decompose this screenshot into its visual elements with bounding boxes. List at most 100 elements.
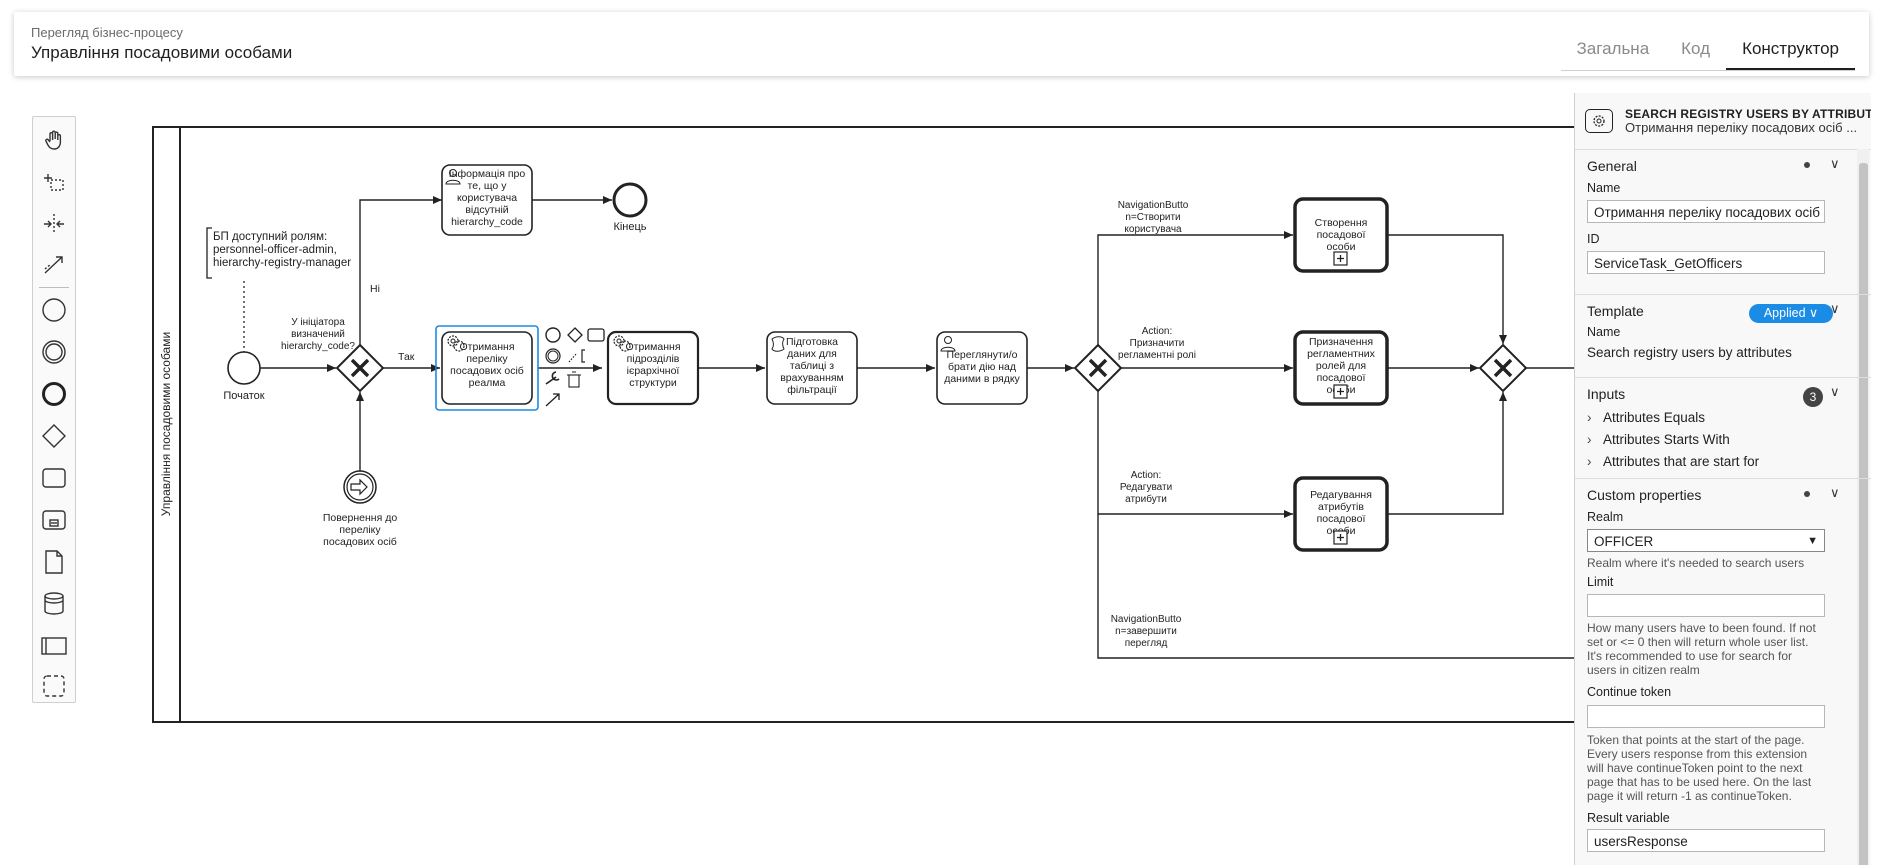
- task-get-officers-line-4: реалма: [469, 377, 506, 389]
- task-prepare-line-2: даних для: [787, 348, 837, 360]
- append-end-event-icon[interactable]: [545, 327, 561, 343]
- task-info-line-2: те, що у: [468, 180, 508, 192]
- template-applied-badge[interactable]: Applied ∨: [1749, 304, 1833, 323]
- group-custom-indicator: [1804, 491, 1810, 497]
- task-get-units[interactable]: [606, 330, 700, 406]
- sub-create-line-3: особи: [1327, 241, 1356, 253]
- data-store-tool-icon[interactable]: [33, 587, 75, 621]
- branch-edit-label-3: атрибути: [1125, 493, 1167, 505]
- sub-assign-line-3: ролей для: [1316, 360, 1366, 372]
- return-event-label-1: Повернення до: [323, 512, 397, 524]
- view-tabs: Загальна Код Конструктор: [1560, 28, 1855, 71]
- input-attributes-equals[interactable]: ›Attributes Equals: [1587, 410, 1706, 425]
- chevron-down-icon[interactable]: ∨: [1830, 485, 1840, 500]
- chevron-down-icon: ▼: [1807, 535, 1818, 547]
- task-get-officers-line-1: Отримання: [459, 341, 514, 353]
- sub-edit-line-3: посадової: [1317, 513, 1366, 525]
- service-task-icon: [1585, 109, 1613, 133]
- chevron-down-icon[interactable]: ∨: [1830, 301, 1840, 316]
- lasso-tool-icon[interactable]: [33, 165, 75, 199]
- chevron-down-icon[interactable]: ∨: [1830, 156, 1840, 171]
- branch-create-label-3: користувача: [1124, 224, 1182, 235]
- hand-tool-icon[interactable]: [33, 123, 75, 157]
- group-tool-icon[interactable]: [33, 669, 75, 703]
- branch-finish-label-1: NavigationButto: [1111, 614, 1182, 625]
- group-inputs: Inputs 3 ∨ ›Attributes Equals ›Attribute…: [1575, 378, 1871, 479]
- return-event-label-3: посадових осіб: [323, 536, 397, 548]
- text-annotation-icon[interactable]: [568, 352, 578, 363]
- task-get-officers-line-2: переліку: [466, 353, 508, 365]
- delete-trash-icon[interactable]: [567, 371, 581, 388]
- id-input[interactable]: ServiceTask_GetOfficers: [1587, 251, 1825, 274]
- task-missing-hierarchy-info[interactable]: [441, 164, 533, 236]
- process-pool[interactable]: [152, 126, 1574, 723]
- data-object-tool-icon[interactable]: [33, 545, 75, 579]
- end-event[interactable]: [612, 182, 648, 218]
- start-event-label: Початок: [223, 390, 264, 402]
- service-task-gear-icon-2: [613, 335, 631, 352]
- sub-assign-line-1: Призначення: [1309, 336, 1373, 348]
- token-input[interactable]: [1587, 705, 1825, 728]
- tab-code[interactable]: Код: [1681, 39, 1711, 58]
- text-annotation[interactable]: [206, 227, 212, 279]
- sub-assign-line-2: регламентних: [1307, 348, 1376, 360]
- group-custom-title[interactable]: Custom properties: [1587, 487, 1702, 503]
- change-type-wrench-icon[interactable]: [545, 371, 560, 385]
- intermediate-event-tool-icon[interactable]: [33, 335, 75, 369]
- chevron-right-icon: ›: [1587, 410, 1592, 425]
- gateway-question-3: hierarchy_code?: [281, 341, 355, 352]
- bpmn-canvas[interactable]: Управління посадовими особами БП доступн…: [0, 0, 1574, 865]
- limit-label: Limit: [1587, 575, 1614, 589]
- connect-tool-icon[interactable]: [33, 247, 75, 281]
- branch-create-label-1: NavigationButto: [1118, 200, 1189, 211]
- name-input[interactable]: Отримання переліку посадових осіб р: [1587, 200, 1825, 223]
- tab-constructor[interactable]: Конструктор: [1726, 28, 1855, 70]
- end-event-label: Кінець: [613, 221, 646, 233]
- pool-tool-icon[interactable]: [33, 629, 75, 663]
- task-info-line-1: Інформація про: [449, 168, 526, 180]
- chevron-down-icon[interactable]: ∨: [1830, 384, 1840, 399]
- tool-palette: [32, 116, 76, 703]
- start-event[interactable]: [227, 351, 261, 385]
- subprocess-tool-icon[interactable]: [33, 503, 75, 537]
- tab-general[interactable]: Загальна: [1576, 39, 1650, 58]
- task-tool-icon[interactable]: [33, 461, 75, 495]
- chevron-right-icon: ›: [1587, 432, 1592, 447]
- selection-outline: [435, 325, 539, 411]
- input-attributes-starts-with[interactable]: ›Attributes Starts With: [1587, 432, 1730, 447]
- properties-panel: SEARCH REGISTRY USERS BY ATTRIBUTES Отри…: [1574, 93, 1871, 865]
- realm-select[interactable]: OFFICER ▼: [1587, 529, 1825, 552]
- token-hint-line-2: Every users response from this extension: [1587, 747, 1808, 761]
- template-applied-label: Applied: [1763, 306, 1806, 320]
- limit-input[interactable]: [1587, 594, 1825, 617]
- gateway-tool-icon[interactable]: [33, 419, 75, 453]
- user-task-icon: [445, 169, 461, 185]
- task-view-action[interactable]: [936, 331, 1028, 405]
- append-gateway-icon[interactable]: [567, 327, 583, 343]
- end-event-tool-icon[interactable]: [33, 377, 75, 411]
- task-get-officers[interactable]: [441, 331, 533, 405]
- branch-assign-label-2: Призначити: [1130, 338, 1185, 349]
- element-name: Отримання переліку посадових осіб ...: [1625, 120, 1858, 135]
- branch-edit-label-2: Редагувати: [1120, 482, 1172, 493]
- start-event-tool-icon[interactable]: [33, 293, 75, 327]
- append-task-icon[interactable]: [587, 328, 605, 342]
- realm-label: Realm: [1587, 510, 1624, 524]
- task-get-officers-line-3: посадових осіб: [450, 365, 524, 377]
- group-template-title[interactable]: Template: [1587, 303, 1644, 319]
- task-prepare-data[interactable]: [766, 331, 858, 405]
- task-units-line-1: Отримання: [625, 341, 680, 353]
- page-subtitle: Перегляд бізнес-процесу: [31, 25, 183, 40]
- collapsed-subprocess-plus-icon-2: [1333, 384, 1348, 399]
- panel-scrollbar-thumb[interactable]: [1859, 163, 1868, 865]
- collapsed-subprocess-plus-icon: [1333, 251, 1348, 266]
- input-attributes-start-for[interactable]: ›Attributes that are start for: [1587, 454, 1760, 469]
- task-units-line-4: структури: [629, 377, 677, 389]
- sub-edit-line-1: Редагування: [1310, 489, 1372, 501]
- annotation-line-1: БП доступний ролям:: [213, 231, 327, 243]
- group-general-title[interactable]: General: [1587, 158, 1637, 174]
- connect-arrow-icon[interactable]: [545, 393, 560, 407]
- group-inputs-title[interactable]: Inputs: [1587, 386, 1626, 402]
- result-variable-input[interactable]: usersResponse: [1587, 829, 1825, 852]
- space-tool-icon[interactable]: [33, 207, 75, 241]
